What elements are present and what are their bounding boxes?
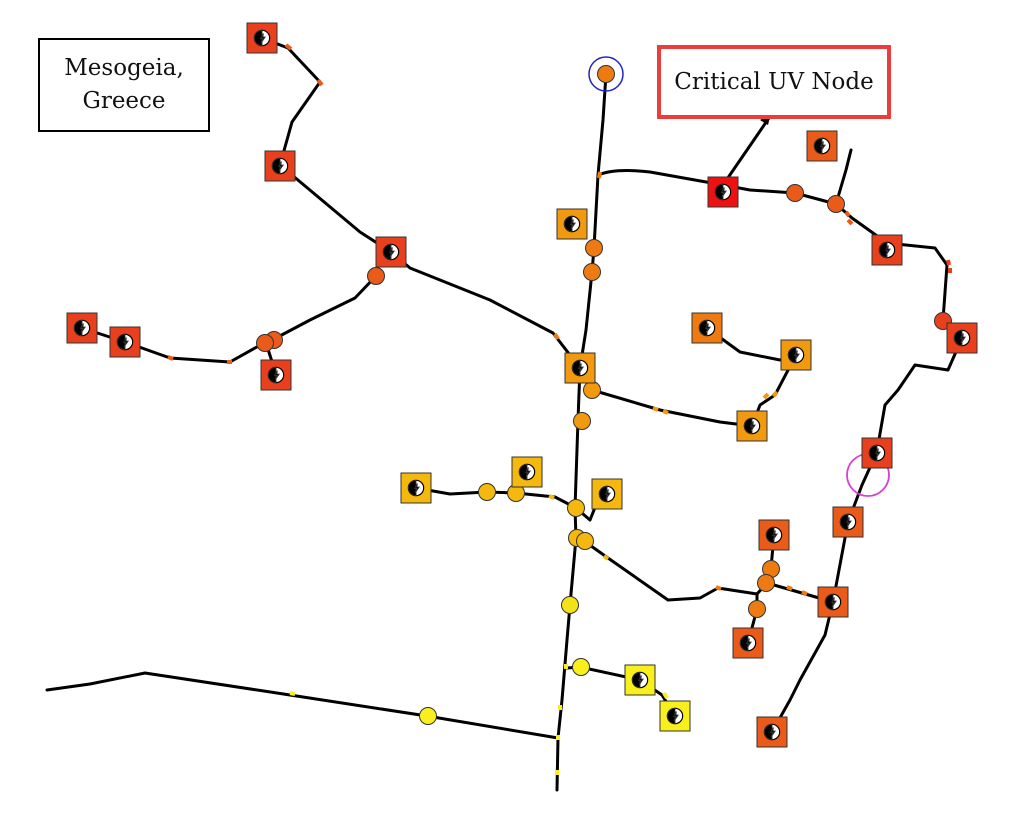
pv-node	[946, 322, 978, 354]
pv-node	[780, 339, 812, 371]
pv-node	[264, 150, 296, 182]
center-west-branch	[389, 250, 582, 370]
pv-node	[732, 627, 764, 659]
pv-node	[260, 359, 292, 391]
pv-node	[246, 22, 278, 54]
bus-node	[583, 381, 601, 399]
pv-node	[861, 437, 893, 469]
pv-node	[109, 326, 141, 358]
location-label-box: Mesogeia, Greece	[38, 38, 210, 132]
critical-uv-node	[707, 176, 739, 208]
edge-markers	[167, 43, 952, 775]
location-line-1: Mesogeia,	[64, 55, 184, 81]
critical-arrow-line	[721, 113, 773, 187]
pv-node	[624, 664, 656, 696]
bus-node	[367, 267, 385, 285]
location-line-2: Greece	[82, 88, 166, 114]
selection-ring-blue	[588, 56, 624, 92]
bus-node	[561, 596, 579, 614]
pv-node	[756, 716, 788, 748]
bus-node	[576, 532, 594, 550]
pv-node	[564, 352, 596, 384]
bus-node	[478, 483, 496, 501]
bus-node	[757, 574, 775, 592]
pv-node	[591, 478, 623, 510]
bus-node	[585, 239, 603, 257]
bus-node	[748, 600, 766, 618]
bus-node	[597, 65, 615, 83]
pv-node	[817, 586, 849, 618]
pv-node	[736, 410, 768, 442]
branch-north-stub	[834, 148, 853, 206]
pv-node	[556, 208, 588, 240]
west-feeder	[45, 671, 560, 740]
bus-node	[827, 195, 845, 213]
bus-node	[419, 707, 437, 725]
bus-nodes	[256, 65, 952, 725]
pv-node	[375, 236, 407, 268]
pv-node	[66, 312, 98, 344]
bus-node	[572, 658, 590, 676]
bus-node	[583, 263, 601, 281]
pv-node	[758, 519, 790, 551]
pv-node	[832, 506, 864, 538]
critical-node-label: Critical UV Node	[674, 69, 874, 95]
pv-node	[871, 234, 903, 266]
generator-nodes	[66, 22, 978, 748]
pv-node	[400, 472, 432, 504]
pv-node	[691, 312, 723, 344]
bus-node	[573, 412, 591, 430]
trunk-line	[555, 72, 608, 792]
pv-node	[806, 130, 838, 162]
bus-node	[256, 334, 274, 352]
critical-node-label-box: Critical UV Node	[657, 45, 891, 119]
pv-node	[659, 700, 691, 732]
pv-node	[511, 456, 543, 488]
south-branch	[582, 533, 776, 602]
bus-node	[786, 184, 804, 202]
northwest-branch	[260, 36, 393, 254]
bus-node	[567, 499, 585, 517]
